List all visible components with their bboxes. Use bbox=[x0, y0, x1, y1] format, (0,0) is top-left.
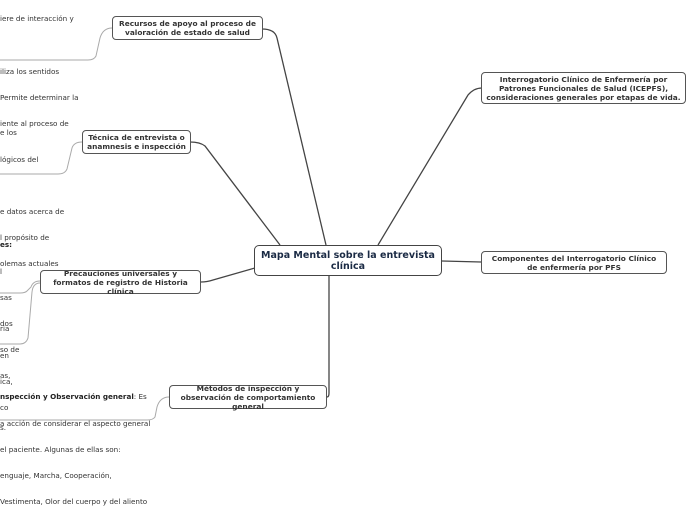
note-heading: es: bbox=[0, 240, 13, 250]
node-componentes-label: Componentes del Interrogatorio Clínico d… bbox=[491, 253, 657, 272]
note-line: sas bbox=[0, 292, 12, 302]
node-metodos-label: Métodos de inspección y observación de c… bbox=[180, 383, 316, 411]
node-precauciones[interactable]: Precauciones universales y formatos de r… bbox=[40, 268, 201, 296]
note-line: lógicos del bbox=[0, 154, 39, 164]
connector-note-precauciones-top bbox=[0, 280, 41, 294]
note-line: l propósito de bbox=[0, 232, 50, 242]
note-line: enguaje, Marcha, Cooperación, bbox=[0, 470, 112, 480]
connector-note-metodos bbox=[0, 396, 170, 421]
node-recursos[interactable]: Recursos de apoyo al proceso de valoraci… bbox=[112, 16, 263, 40]
connector-tecnica bbox=[189, 141, 281, 246]
note-heading: nspección y Observación general bbox=[0, 392, 134, 402]
note-line: s. bbox=[0, 423, 7, 433]
connector-icepfs bbox=[377, 87, 483, 246]
node-metodos[interactable]: Métodos de inspección y observación de c… bbox=[169, 383, 327, 411]
note-line: en bbox=[0, 350, 9, 360]
note-line: el paciente. Algunas de ellas son: bbox=[0, 444, 121, 454]
note-line: ria bbox=[0, 324, 10, 334]
note-line bbox=[0, 182, 64, 191]
node-recursos-label: Recursos de apoyo al proceso de valoraci… bbox=[119, 19, 256, 37]
note-recursos: iere de interacción y iliza los sentidos… bbox=[0, 0, 79, 137]
node-tecnica-label: Técnica de entrevista o anamnesis e insp… bbox=[87, 133, 186, 151]
note-precauciones-bottom: ria en ica, co bbox=[0, 308, 13, 421]
note-line: : Es bbox=[133, 392, 147, 402]
note-metodos: nspección y Observación general: Es a ac… bbox=[0, 376, 150, 515]
note-line: iere de interacción y bbox=[0, 14, 74, 24]
note-line: so de bbox=[0, 344, 20, 354]
note-line: olemas actuales bbox=[0, 258, 59, 268]
note-line: e datos acerca de bbox=[0, 206, 65, 216]
node-icepfs-label: Interrogatorio Clínico de Enfermería por… bbox=[486, 74, 681, 102]
connector-componentes bbox=[441, 260, 482, 263]
central-topic[interactable]: Mapa Mental sobre la entrevista clínica bbox=[254, 245, 442, 276]
note-precauciones-top: es: l sas dos so de as, s. bbox=[0, 224, 19, 442]
connector-metodos bbox=[326, 276, 330, 398]
node-componentes[interactable]: Componentes del Interrogatorio Clínico d… bbox=[481, 251, 667, 274]
note-tecnica: e los lógicos del e datos acerca de l pr… bbox=[0, 112, 64, 277]
note-line: Permite determinar la bbox=[0, 92, 79, 102]
connector-note-precauciones-bottom bbox=[0, 282, 41, 345]
note-line bbox=[0, 42, 79, 51]
note-line: e los bbox=[0, 128, 17, 138]
connector-note-recursos bbox=[0, 27, 113, 61]
note-line: Vestimenta, Olor del cuerpo y del alient… bbox=[0, 496, 148, 506]
note-line: a acción de considerar el aspecto genera… bbox=[0, 418, 151, 428]
connector-recursos bbox=[261, 28, 327, 246]
note-first-line: nspección y Observación general: Es bbox=[0, 393, 150, 402]
note-line: dos bbox=[0, 318, 13, 328]
note-line: l bbox=[0, 266, 2, 276]
note-line: as, bbox=[0, 370, 11, 380]
central-topic-label: Mapa Mental sobre la entrevista clínica bbox=[261, 249, 435, 272]
note-line: co bbox=[0, 402, 9, 412]
note-line: iliza los sentidos bbox=[0, 66, 60, 76]
connector-note-tecnica bbox=[0, 141, 83, 175]
connector-precauciones bbox=[200, 267, 256, 283]
note-line: ica, bbox=[0, 376, 13, 386]
node-icepfs[interactable]: Interrogatorio Clínico de Enfermería por… bbox=[481, 72, 686, 104]
node-precauciones-label: Precauciones universales y formatos de r… bbox=[53, 268, 188, 296]
node-tecnica[interactable]: Técnica de entrevista o anamnesis e insp… bbox=[82, 130, 191, 154]
note-line: iente al proceso de bbox=[0, 118, 69, 128]
